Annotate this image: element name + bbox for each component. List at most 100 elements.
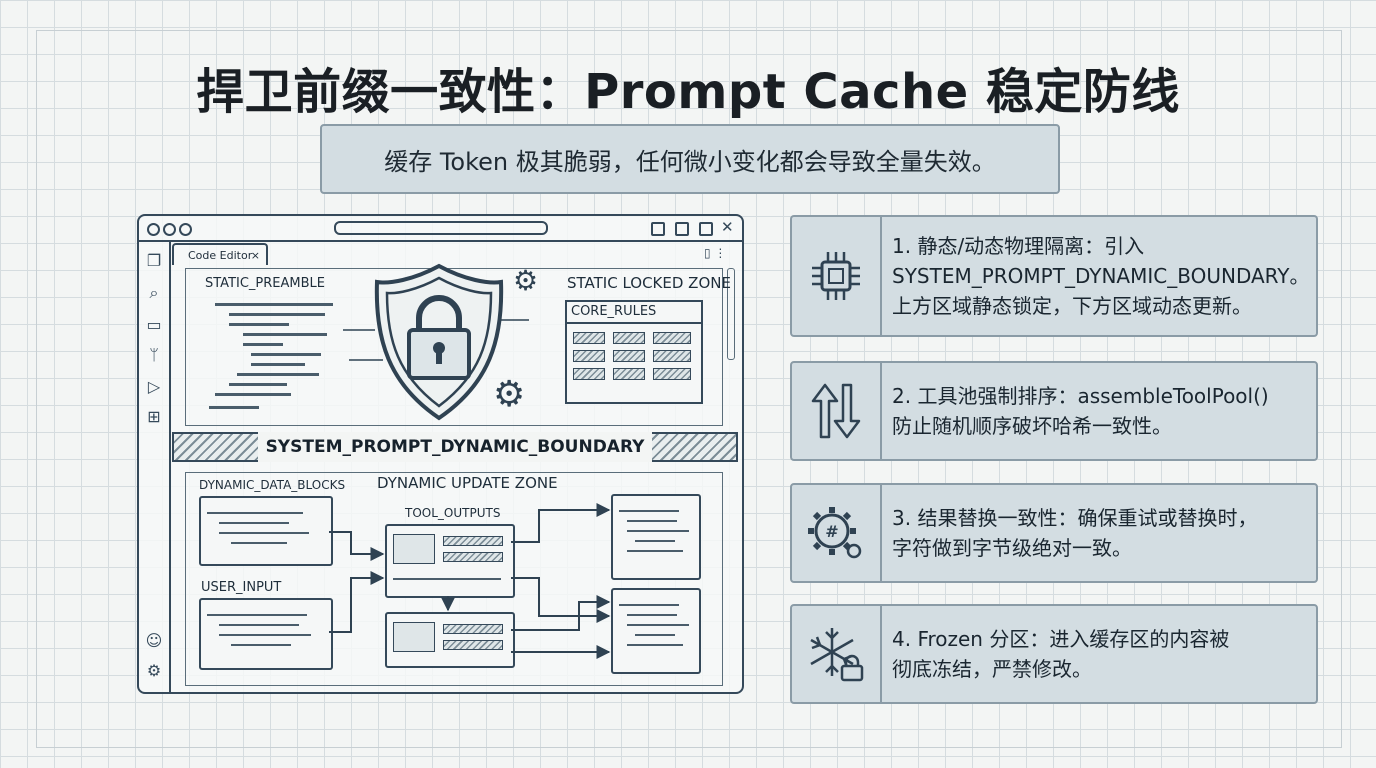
code-line <box>229 383 287 386</box>
chip-icon <box>812 252 860 300</box>
maximize-icon <box>699 222 713 236</box>
code-line <box>243 343 283 346</box>
split-icon <box>675 222 689 236</box>
code-line <box>251 353 321 356</box>
folder-icon: ▭ <box>146 315 162 334</box>
card-result-replacement: # 3. 结果替换一致性：确保重试或替换时， 字符做到字节级绝对一致。 <box>790 483 1318 583</box>
table-cell <box>653 350 691 362</box>
code-line <box>627 550 683 552</box>
table-cell <box>613 332 645 344</box>
window-dot <box>163 223 176 236</box>
code-line <box>231 644 291 646</box>
gear-hash-icon: # <box>808 507 862 559</box>
card-text-line: 字符做到字节级绝对一致。 <box>892 536 1132 560</box>
table-cell <box>573 332 605 344</box>
table-cell <box>653 332 691 344</box>
dynamic-zone <box>185 472 723 686</box>
output-bar <box>443 640 503 650</box>
table-cell <box>573 350 605 362</box>
window-dot <box>179 223 192 236</box>
dynamic-data-blocks-label: DYNAMIC_DATA_BLOCKS <box>199 478 346 492</box>
editor-window: ✕ ❐ ⌕ ▭ ᛘ ▷ ⊞ ☺ ⚙ Code Editor × ▯ ⋮ STAT… <box>137 214 744 694</box>
output-bar <box>443 624 503 634</box>
code-line <box>619 510 679 512</box>
code-line <box>635 540 675 542</box>
output-bar <box>443 552 503 562</box>
dynamic-update-zone-label: DYNAMIC UPDATE ZONE <box>377 474 558 492</box>
code-line <box>207 614 307 616</box>
files-icon: ❐ <box>146 251 162 270</box>
code-line <box>229 323 289 326</box>
code-line <box>627 530 689 532</box>
code-line <box>229 313 325 316</box>
tab-close-icon: × <box>250 249 260 262</box>
code-line <box>219 532 309 534</box>
card-text-line: 彻底冻结，严禁修改。 <box>892 657 1092 681</box>
user-input-label: USER_INPUT <box>201 580 282 595</box>
table-cell <box>613 350 645 362</box>
search-icon: ⌕ <box>149 283 159 302</box>
code-line <box>627 624 689 626</box>
card-tool-pool-sorting: 2. 工具池强制排序：assembleToolPool() 防止随机顺序破坏哈希… <box>790 361 1318 461</box>
shield-lock-icon <box>343 263 529 421</box>
activity-bar: ❐ ⌕ ▭ ᛘ ▷ ⊞ ☺ ⚙ <box>139 240 171 692</box>
table-cell <box>653 368 691 380</box>
divider <box>565 322 703 324</box>
extensions-icon: ⊞ <box>147 407 161 426</box>
scrollbar <box>727 268 735 360</box>
dynamic-boundary-bar: SYSTEM_PROMPT_DYNAMIC_BOUNDARY <box>172 432 738 462</box>
code-line <box>219 624 299 626</box>
code-line <box>243 333 327 336</box>
code-line <box>237 373 319 376</box>
code-line <box>251 363 305 366</box>
output-bar <box>443 536 503 546</box>
code-line <box>209 406 259 409</box>
code-line <box>627 520 677 522</box>
card-text-line: 2. 工具池强制排序：assembleToolPool() <box>892 384 1269 408</box>
flow-arrows <box>329 503 611 659</box>
window-dot <box>147 223 160 236</box>
minimize-icon <box>651 222 665 236</box>
gear-icon: ⚙ <box>146 661 162 680</box>
code-line <box>219 522 289 524</box>
sort-arrows-icon <box>811 383 861 439</box>
background-frame <box>36 30 1342 748</box>
snowflake-lock-icon <box>810 628 864 682</box>
code-line <box>207 512 303 514</box>
static-preamble-label: STATIC_PREAMBLE <box>205 276 325 291</box>
code-line <box>215 393 291 396</box>
run-icon: ▷ <box>147 377 161 396</box>
code-line <box>393 578 501 580</box>
static-zone <box>185 268 723 426</box>
branch-icon: ᛘ <box>149 345 159 364</box>
tab-code-editor: Code Editor × <box>172 243 268 265</box>
gear-icon: ⚙ <box>513 264 539 297</box>
close-icon: ✕ <box>721 218 734 236</box>
split-icon: ▯ ⋮ <box>704 246 727 260</box>
gear-icon: ⚙ <box>493 374 526 415</box>
card-text-line: SYSTEM_PROMPT_DYNAMIC_BOUNDARY。 <box>892 264 1310 288</box>
account-icon: ☺ <box>145 631 163 650</box>
card-text-line: 3. 结果替换一致性：确保重试或替换时， <box>892 506 1258 530</box>
card-text-line: 1. 静态/动态物理隔离：引入 <box>892 234 1145 258</box>
static-locked-zone-label: STATIC LOCKED ZONE <box>567 274 731 292</box>
code-line <box>231 542 287 544</box>
dynamic-data-block <box>199 496 333 566</box>
code-line <box>219 634 311 636</box>
svg-text:#: # <box>825 522 838 541</box>
page-title: 捍卫前缀一致性：Prompt Cache 稳定防线 <box>196 64 1180 120</box>
table-cell <box>613 368 645 380</box>
address-bar <box>334 221 548 235</box>
subtitle-banner: 缓存 Token 极其脆弱，任何微小变化都会导致全量失效。 <box>320 124 1060 194</box>
table-cell <box>573 368 605 380</box>
card-frozen-partition: 4. Frozen 分区：进入缓存区的内容被 彻底冻结，严禁修改。 <box>790 604 1318 704</box>
window-titlebar: ✕ <box>139 216 742 242</box>
tool-outputs-label: TOOL_OUTPUTS <box>405 506 501 520</box>
code-line <box>627 614 677 616</box>
tab-label: Code Editor <box>188 249 253 262</box>
result-block <box>611 588 701 674</box>
result-block <box>611 494 701 580</box>
boundary-label: SYSTEM_PROMPT_DYNAMIC_BOUNDARY <box>257 432 653 462</box>
card-static-dynamic-isolation: 1. 静态/动态物理隔离：引入 SYSTEM_PROMPT_DYNAMIC_BO… <box>790 215 1318 337</box>
card-text-line: 防止随机顺序破坏哈希一致性。 <box>892 414 1172 438</box>
